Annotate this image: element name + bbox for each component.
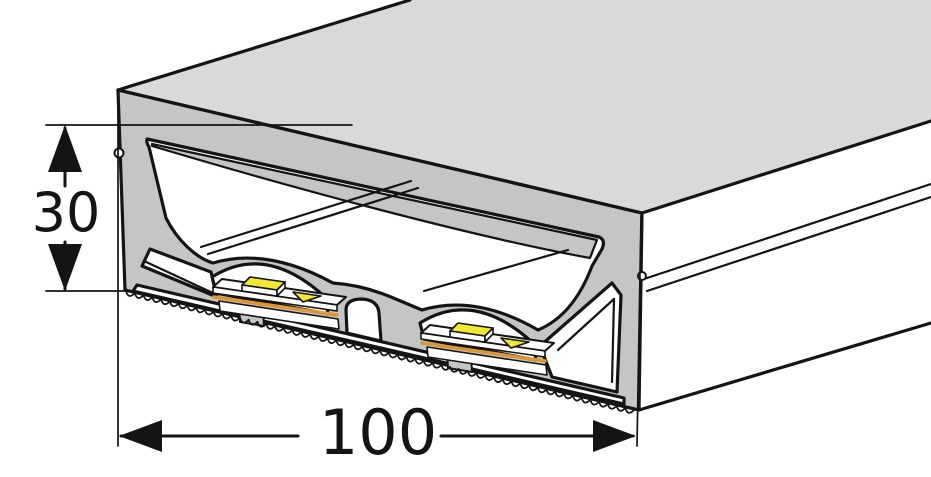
arrow-right-icon <box>593 420 636 452</box>
pcb-under-block <box>218 300 340 330</box>
pcb-board-front <box>212 286 338 312</box>
top-right-edge <box>640 119 931 215</box>
edge-notch <box>113 147 125 159</box>
side-bevel-line <box>645 195 931 293</box>
width-dimension-label: 100 <box>319 396 437 469</box>
height-dimension: 30 <box>32 124 353 292</box>
arrow-left-icon <box>119 420 162 452</box>
arrow-down-icon <box>48 244 82 291</box>
led-module-1 <box>212 276 347 330</box>
profile-side-face <box>639 121 931 410</box>
interior-edge-line <box>422 248 570 293</box>
led-chip-side <box>276 281 286 297</box>
profile-body <box>113 0 931 414</box>
interior-edge-line <box>142 259 217 296</box>
interior-edge-line <box>199 179 413 249</box>
profile-edges <box>116 0 931 412</box>
interior-edge-line <box>206 186 420 256</box>
profile-top-surface <box>118 0 931 213</box>
width-dimension: 100 <box>117 92 642 469</box>
side-bottom-edge <box>637 321 931 412</box>
top-back-left-edge <box>116 0 412 92</box>
arrow-up-icon <box>48 125 82 172</box>
extension-line <box>636 215 642 447</box>
top-front-edge <box>116 88 644 215</box>
led-phosphor-patch <box>292 291 322 303</box>
pcb-stripe <box>212 295 339 317</box>
height-dimension-label: 30 <box>32 181 101 244</box>
serrated-base-edge <box>125 290 635 414</box>
interior-edge-lines <box>142 179 616 384</box>
side-bevel-line <box>642 182 931 281</box>
interior-edge-line <box>610 297 616 384</box>
interior-edge-line <box>556 297 616 352</box>
